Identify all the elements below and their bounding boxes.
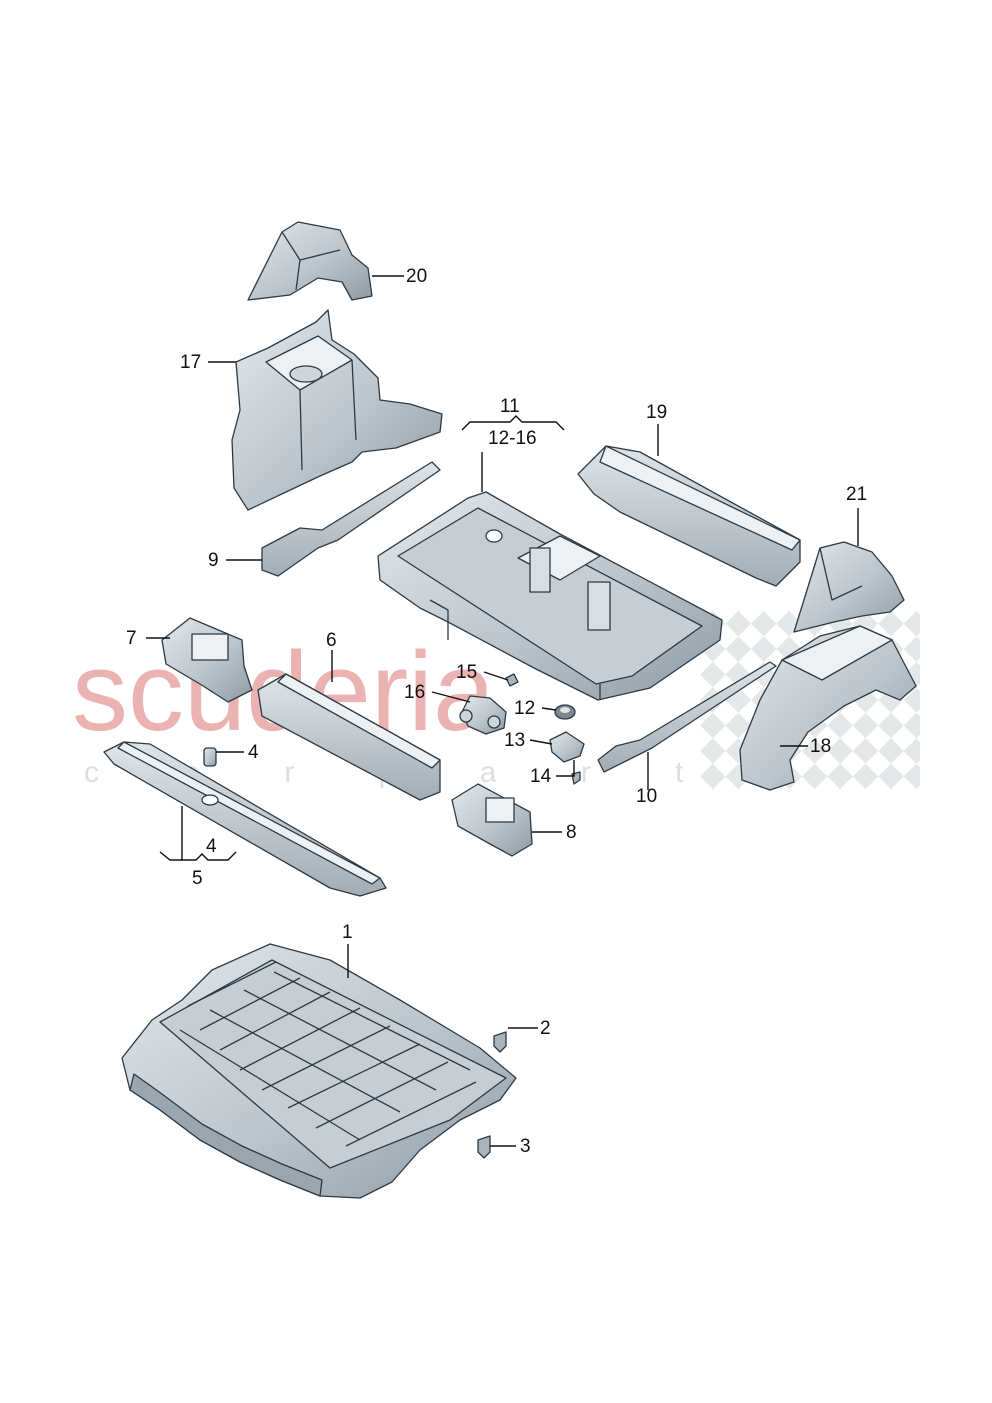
callout-17: 17: [180, 352, 201, 373]
callout-12: 12: [514, 698, 535, 719]
callout-3: 3: [520, 1136, 531, 1157]
callout-5: 5: [192, 868, 203, 889]
callout-8: 8: [566, 822, 577, 843]
part-19-crossmember: [577, 445, 801, 587]
part-4-bumpstop: [203, 747, 217, 767]
leader-lines: [146, 275, 859, 1147]
part-11-tray: [377, 491, 723, 701]
part-20-bracket: [247, 221, 373, 301]
part-10-strip: [597, 661, 777, 773]
part-17-panel: [231, 309, 443, 511]
callout-15: 15: [456, 662, 477, 683]
callout-21: 21: [846, 484, 867, 505]
callout-13: 13: [504, 730, 525, 751]
callout-11-range: 12-16: [488, 428, 537, 449]
part-6-channel: [257, 673, 441, 801]
callout-labels: 20 17 11 12-16 19 21 9 7 6 15 16 12 13 1…: [126, 266, 867, 1157]
callout-4-lower: 4: [206, 836, 217, 857]
part-13-plate: [549, 731, 585, 763]
callout-9: 9: [208, 550, 219, 571]
callout-10: 10: [636, 786, 657, 807]
callout-16: 16: [404, 682, 425, 703]
callout-11: 11: [500, 396, 520, 417]
part-16-connector: [459, 695, 507, 735]
part-8-box: [451, 783, 533, 857]
part-12-grommet: [554, 704, 576, 720]
callout-4-upper: 4: [248, 742, 259, 763]
callout-6: 6: [326, 630, 337, 651]
part-9-rail: [261, 461, 441, 577]
part-2-clip: [493, 1031, 507, 1053]
part-7-box: [161, 617, 253, 703]
part-18-wheelwell: [739, 625, 917, 791]
part-1-floor-carrier: [121, 943, 517, 1199]
part-5-member: [103, 741, 387, 897]
callout-14: 14: [530, 766, 552, 787]
callout-1: 1: [342, 922, 353, 943]
callout-18: 18: [810, 736, 831, 757]
part-3-screw: [477, 1135, 491, 1159]
callout-7: 7: [126, 628, 137, 649]
callout-19: 19: [646, 402, 667, 423]
part-15-screw: [505, 673, 519, 687]
callout-2: 2: [540, 1018, 551, 1039]
callout-20: 20: [406, 266, 427, 287]
part-21-bracket: [793, 541, 905, 633]
